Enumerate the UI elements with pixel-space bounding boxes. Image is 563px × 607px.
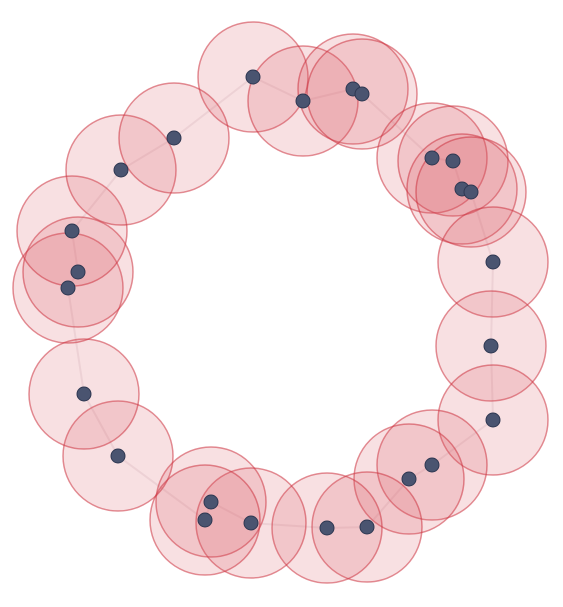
- edge-n16-n17: [210, 501, 252, 524]
- edge-n19-n20: [83, 393, 119, 457]
- node-n9: [485, 254, 501, 270]
- node-n23: [64, 223, 80, 239]
- edge-n10-n11: [490, 345, 494, 421]
- disks-layer: [12, 21, 549, 584]
- edge-n18-n19: [117, 455, 206, 521]
- node-n1: [245, 69, 261, 85]
- edge-n20-n21: [67, 287, 85, 395]
- edge-n4-n5: [361, 93, 433, 159]
- node-n8: [463, 184, 479, 200]
- nodes-layer: [60, 69, 501, 536]
- edge-n23-n24: [71, 169, 122, 232]
- node-n21: [60, 280, 76, 296]
- node-n10: [483, 338, 499, 354]
- node-n11: [485, 412, 501, 428]
- edge-n25-n1: [173, 76, 254, 139]
- edge-n13-n14: [366, 478, 410, 528]
- node-n2: [295, 93, 311, 109]
- edge-n8-n9: [470, 191, 494, 263]
- node-n13: [401, 471, 417, 487]
- node-n24: [113, 162, 129, 178]
- node-n17: [203, 494, 219, 510]
- node-n5: [424, 150, 440, 166]
- node-n18: [197, 512, 213, 528]
- edge-n24-n25: [120, 137, 175, 171]
- node-n19: [110, 448, 126, 464]
- edge-n9-n10: [490, 261, 494, 347]
- node-n15: [319, 520, 335, 536]
- edge-n11-n12: [431, 419, 494, 466]
- edge-n15-n16: [250, 522, 328, 529]
- node-n6: [445, 153, 461, 169]
- node-n16: [243, 515, 259, 531]
- node-n4: [354, 86, 370, 102]
- node-n14: [359, 519, 375, 535]
- node-n25: [166, 130, 182, 146]
- edge-n2-n3: [302, 88, 354, 102]
- node-n20: [76, 386, 92, 402]
- node-n22: [70, 264, 86, 280]
- edge-n1-n2: [252, 76, 304, 102]
- node-n12: [424, 457, 440, 473]
